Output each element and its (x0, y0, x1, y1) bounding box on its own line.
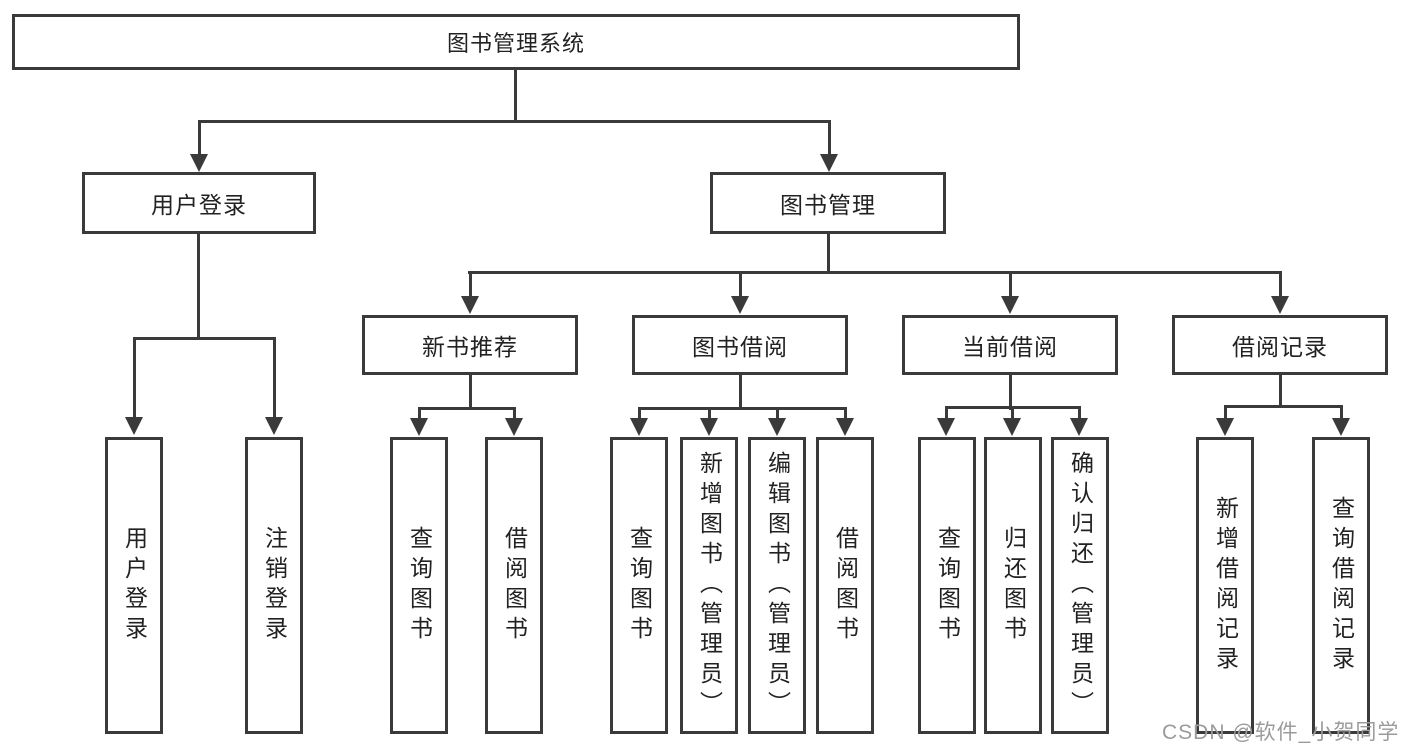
leaf-user-login: 用户登录 (105, 437, 163, 734)
leaf-label: 借阅图书 (832, 525, 859, 646)
arrow-down-icon (409, 407, 429, 436)
leaf-borrow-books: 借阅图书 (816, 437, 874, 734)
connector-book-management-stem (827, 234, 830, 274)
arrow-down-icon (730, 271, 750, 314)
connector-new-book-stem (469, 375, 472, 410)
leaf-return-book: 归还图书 (984, 437, 1042, 734)
leaf-query-borrow-record: 查询借阅记录 (1312, 437, 1370, 734)
connector-book-management-splitter (468, 271, 1282, 274)
arrow-down-icon (1270, 271, 1290, 314)
node-label: 用户登录 (151, 192, 247, 218)
arrow-down-icon (1215, 405, 1235, 436)
leaf-logout-login: 注销登录 (245, 437, 303, 734)
node-library-management-system: 图书管理系统 (12, 14, 1020, 70)
arrow-down-icon (1331, 405, 1351, 436)
node-user-login: 用户登录 (82, 172, 316, 234)
node-label: 借阅记录 (1232, 334, 1328, 360)
leaf-label: 编辑图书（管理员） (764, 450, 791, 721)
connector-new-book-splitter (418, 407, 516, 410)
leaf-query-books-borrowing: 查询图书 (610, 437, 668, 734)
leaf-label: 新增图书（管理员） (696, 450, 723, 721)
leaf-label: 查询图书 (406, 525, 433, 646)
arrow-down-icon (1069, 406, 1089, 436)
node-label: 新书推荐 (422, 334, 518, 360)
arrow-down-icon (835, 407, 855, 436)
leaf-label: 查询图书 (934, 525, 961, 646)
node-label: 图书管理系统 (446, 31, 585, 56)
leaf-query-books-recommend: 查询图书 (390, 437, 448, 734)
arrow-down-icon (1002, 406, 1022, 436)
leaf-query-books-current: 查询图书 (918, 437, 976, 734)
node-current-borrowing: 当前借阅 (902, 315, 1118, 375)
arrow-down-icon (504, 407, 524, 436)
leaf-label: 归还图书 (1000, 525, 1027, 646)
connector-user-login-stem (197, 234, 200, 340)
node-book-borrowing: 图书借阅 (632, 315, 848, 375)
arrow-down-icon (264, 337, 284, 435)
connector-borrowing-records-splitter (1224, 405, 1343, 408)
arrow-down-icon (936, 406, 956, 436)
arrow-down-icon (767, 407, 787, 436)
node-borrowing-records: 借阅记录 (1172, 315, 1388, 375)
arrow-down-icon (699, 407, 719, 436)
leaf-borrow-books-recommend: 借阅图书 (485, 437, 543, 734)
connector-user-login-splitter (133, 337, 276, 340)
connector-book-borrowing-splitter (638, 407, 847, 410)
arrow-down-icon (1000, 271, 1020, 314)
arrow-down-icon (629, 407, 649, 436)
node-new-book-recommendation: 新书推荐 (362, 315, 578, 375)
connector-book-borrowing-stem (739, 375, 742, 410)
node-label: 当前借阅 (962, 334, 1058, 360)
connector-root-stem (514, 70, 517, 122)
leaf-label: 查询图书 (626, 525, 653, 646)
arrow-down-icon (189, 120, 209, 172)
leaf-label: 新增借阅记录 (1212, 495, 1239, 676)
node-book-management: 图书管理 (710, 172, 946, 234)
leaf-label: 查询借阅记录 (1328, 495, 1355, 676)
leaf-add-borrow-record: 新增借阅记录 (1196, 437, 1254, 734)
leaf-edit-book-admin: 编辑图书（管理员） (748, 437, 806, 734)
connector-root-splitter (198, 120, 830, 123)
watermark: CSDN @软件_小贺同学 (1162, 721, 1400, 744)
leaf-confirm-return-admin: 确认归还（管理员） (1051, 437, 1109, 734)
leaf-label: 用户登录 (121, 525, 148, 646)
node-label: 图书管理 (780, 192, 876, 218)
leaf-add-book-admin: 新增图书（管理员） (680, 437, 738, 734)
node-label: 图书借阅 (692, 334, 788, 360)
arrow-down-icon (460, 271, 480, 314)
leaf-label: 确认归还（管理员） (1067, 450, 1094, 721)
connector-borrowing-records-stem (1279, 375, 1282, 408)
arrow-down-icon (124, 337, 144, 435)
leaf-label: 借阅图书 (501, 525, 528, 646)
connector-current-borrowing-stem (1009, 375, 1012, 410)
arrow-down-icon (819, 120, 839, 172)
leaf-label: 注销登录 (261, 525, 288, 646)
